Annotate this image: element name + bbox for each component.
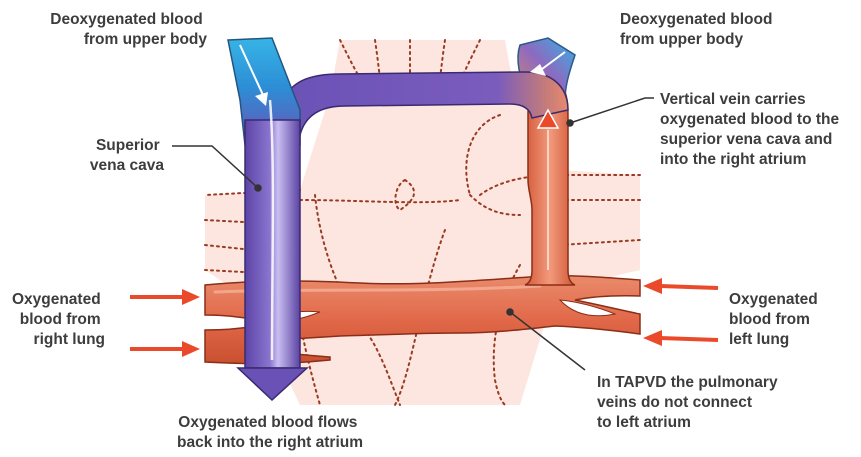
arrow-left-lung-bottom [643,330,718,346]
arrow-left-lung-top [643,278,718,294]
label-svc: Superior vena cava [90,137,164,174]
superior-vena-cava [238,100,307,400]
label-tapvd: In TAPVD the pulmonary veins do not conn… [597,374,782,431]
label-oxy-left-lung: Oxygenated blood from left lung [729,291,822,348]
label-oxy-flow-back: Oxygenated blood flows back into the rig… [177,414,363,451]
label-vertical-vein: Vertical vein carries oxygenated blood t… [660,91,843,168]
arrow-right-lung-bottom [130,341,200,357]
label-oxy-right-lung: Oxygenated blood from right lung [12,291,105,348]
label-deoxy-left: Deoxygenated blood from upper body [50,11,207,48]
arrow-right-lung-top [130,289,200,305]
label-deoxy-right: Deoxygenated blood from upper body [620,11,777,48]
